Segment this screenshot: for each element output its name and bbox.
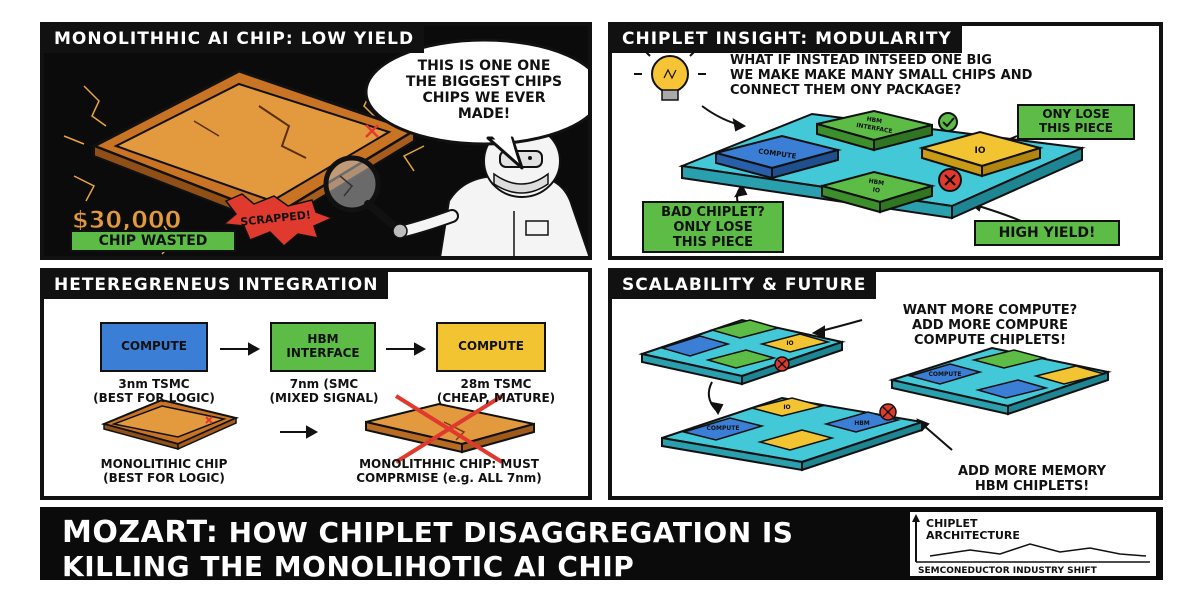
headline-brand: MOZART:	[62, 515, 219, 550]
caption-monolithic: MONOLITIHIC CHIP (BEST FOR LOGIC)	[100, 457, 228, 485]
top-text-2: ADD MORE COMPURE	[912, 318, 1068, 333]
bottom-text-1: ADD MORE MEMORY	[958, 464, 1107, 479]
flow-arrows	[220, 342, 427, 439]
compute-box-28nm: COMPUTE	[436, 322, 546, 372]
top-text-1: WANT MORE COMPUTE?	[903, 303, 1077, 318]
chiplet-bad-label-2: IO	[872, 186, 880, 194]
package-large	[661, 396, 923, 472]
headline-line-1: MOZART: HOW CHIPLET DISAGGREGATION IS	[62, 515, 794, 551]
panel1-illustration: THIS IS ONE ONE THE BIGGEST CHIPS CHIPS …	[63, 38, 588, 256]
bottom-text-2: HBM CHIPLETS!	[975, 479, 1089, 494]
question-line-1: WHAT IF INSTEAD INTSEED ONE BIG	[730, 53, 992, 68]
question-line-2: WE MAKE MAKE MANY SMALL CHIPS AND	[730, 68, 1033, 83]
caption-3nm: 3nm TSMC (BEST FOR LOGIC)	[93, 377, 215, 405]
question-line-3: CONNECT THEM ONY PACKAGE?	[730, 83, 961, 98]
chiplet-io	[918, 130, 1044, 178]
panel-heterogeneous: HETEREGRENEUS INTEGRATION COMPUTE HBM IN…	[40, 268, 592, 500]
speech-line-2: THE BIGGEST CHIPS	[406, 74, 562, 90]
panel2-title: CHIPLET INSIGHT: MODULARITY	[612, 26, 962, 53]
logo-bottom: SEMCONEDUCTOR INDUSTRY SHIFT	[918, 566, 1098, 576]
chiplet-hbm	[816, 109, 933, 152]
panel-chiplet-modularity: CHIPLET INSIGHT: MODULARITY WHAT IF INST…	[608, 22, 1163, 260]
headline: MOZART: HOW CHIPLET DISAGGREGATION IS KI…	[62, 515, 794, 583]
logo-line-2: ARCHITECTURE	[926, 529, 1020, 542]
headline-rest: HOW CHIPLET DISAGGREGATION IS	[218, 516, 794, 549]
large-hbm-label: HBM	[854, 420, 870, 427]
only-lose-label: ONY LOSE THIS PIECE	[1017, 104, 1135, 140]
caption-28nm: 28m TSMC (CHEAP, MATURE)	[436, 377, 556, 405]
bad-chiplet-label: BAD CHIPLET? ONLY LOSE THIS PIECE	[642, 201, 784, 253]
chiplet-io-label: IO	[975, 146, 986, 156]
package-medium	[888, 346, 1112, 416]
architecture-logo: CHIPLET ARCHITECTURE SEMCONEDUCTOR INDUS…	[910, 512, 1156, 576]
panel4-title: SCALABILITY & FUTURE	[612, 272, 877, 299]
panel3-title: HETEREGRENEUS INTEGRATION	[44, 272, 389, 299]
hbm-box-7nm: HBM INTERFACE	[270, 322, 376, 372]
speech-bubble	[364, 38, 588, 170]
chiplet-compute	[712, 134, 842, 180]
chip-wasted-label: CHIP WASTED	[70, 230, 236, 252]
speech-line-4: MADE!	[458, 106, 510, 122]
caption-7nm: 7nm (SMC (MIXED SIGNAL)	[269, 377, 379, 405]
defect-mark-icon	[365, 124, 379, 138]
compute-box-3nm: COMPUTE	[100, 322, 208, 372]
caption-compromise: MONOLITHHIC CHIP: MUST COMPRMISE (e.g. A…	[356, 457, 542, 485]
error-icon-small	[774, 356, 790, 372]
magnifier-icon	[323, 155, 396, 228]
title-banner: MOZART: HOW CHIPLET DISAGGREGATION IS KI…	[40, 507, 1163, 583]
panel2-illustration: WHAT IF INSTEAD INTSEED ONE BIG WE MAKE …	[634, 40, 1086, 227]
package-small	[638, 318, 846, 386]
chiplet-bad	[818, 170, 936, 214]
large-io-label: IO	[783, 404, 790, 411]
compromised-chip	[365, 402, 535, 454]
check-icon	[938, 112, 958, 132]
scrapped-burst	[222, 193, 334, 248]
panel1-title: MONOLITHHIC AI CHIP: LOW YIELD	[44, 26, 425, 53]
chiplet-bad-label-1: HBM	[868, 178, 885, 188]
panel4-illustration: WANT MORE COMPUTE? ADD MORE COMPURE COMP…	[638, 303, 1112, 494]
high-yield-label: HIGH YIELD!	[974, 220, 1120, 246]
panel-monolithic-yield: MONOLITHHIC AI CHIP: LOW YIELD	[40, 22, 592, 260]
reject-x-icon	[394, 394, 504, 464]
large-compute-label: COMPUTE	[707, 425, 740, 432]
top-text-3: COMPUTE CHIPLETS!	[914, 333, 1066, 348]
error-icon-large	[879, 403, 897, 421]
panel3-illustration	[100, 342, 535, 464]
lightbulb-icon	[634, 40, 706, 101]
logo-line-1: CHIPLET	[926, 517, 978, 530]
error-icon	[938, 168, 962, 192]
panel-scalability: SCALABILITY & FUTURE WANT MORE COMPUTE? …	[608, 268, 1163, 500]
headline-line-2: KILLING THE MONOLIHOTIC AI CHIP	[62, 549, 635, 583]
trend-chart-icon: CHIPLET ARCHITECTURE SEMCONEDUCTOR INDUS…	[912, 514, 1150, 576]
speech-line-3: CHIPS WE EVER	[422, 90, 545, 106]
price-text: $30,000	[72, 206, 181, 234]
monolithic-chip-small	[100, 398, 240, 451]
medium-compute-label: COMPUTE	[929, 371, 962, 378]
small-io-label: IO	[786, 340, 793, 347]
chiplet-hbm-label-1: HBM	[866, 116, 883, 126]
speech-line-1: THIS IS ONE ONE	[418, 58, 551, 74]
